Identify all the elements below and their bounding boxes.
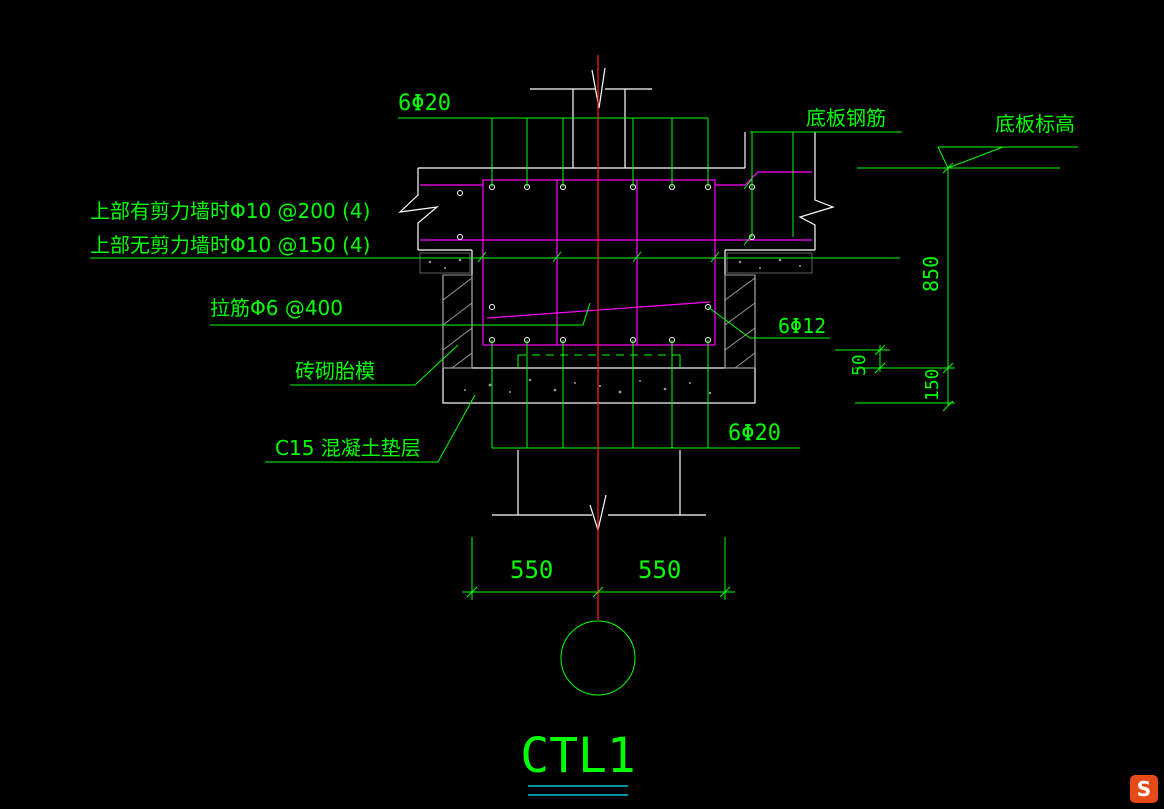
watermark-logo-icon: S xyxy=(1130,775,1158,803)
bedding-thickness-dimension: 150 xyxy=(922,368,943,401)
structure-outline xyxy=(398,67,835,533)
right-width-dimension: 550 xyxy=(638,556,681,584)
bedding-label: C15 混凝土垫层 xyxy=(275,436,421,460)
rebar-dots xyxy=(457,184,755,343)
slab-rebar-label: 底板钢筋 xyxy=(806,106,886,130)
stirrup-with-wall-label: 上部有剪力墙时Φ10 @200 (4) xyxy=(90,199,370,223)
cover-dimension: 50 xyxy=(849,354,870,376)
stirrup-without-wall-label: 上部无剪力墙时Φ10 @150 (4) xyxy=(90,233,370,257)
annotation-lines xyxy=(90,117,1078,696)
brick-formwork-label: 砖砌胎模 xyxy=(295,359,375,383)
brick-formwork-hatch xyxy=(442,274,756,369)
side-bars-label: 6Φ12 xyxy=(778,314,826,338)
top-bars-label: 6Φ20 xyxy=(398,91,451,116)
bottom-bars-label: 6Φ20 xyxy=(728,421,781,446)
tie-bar-label: 拉筋Φ6 @400 xyxy=(210,296,343,320)
concrete-hatch xyxy=(419,252,813,395)
beam-stirrups xyxy=(420,171,812,346)
depth-dimension: 850 xyxy=(919,256,943,292)
drawing-title: CTL1 xyxy=(520,728,636,784)
slab-elevation-label: 底板标高 xyxy=(995,112,1075,136)
left-width-dimension: 550 xyxy=(510,556,553,584)
title-underline xyxy=(528,785,628,796)
